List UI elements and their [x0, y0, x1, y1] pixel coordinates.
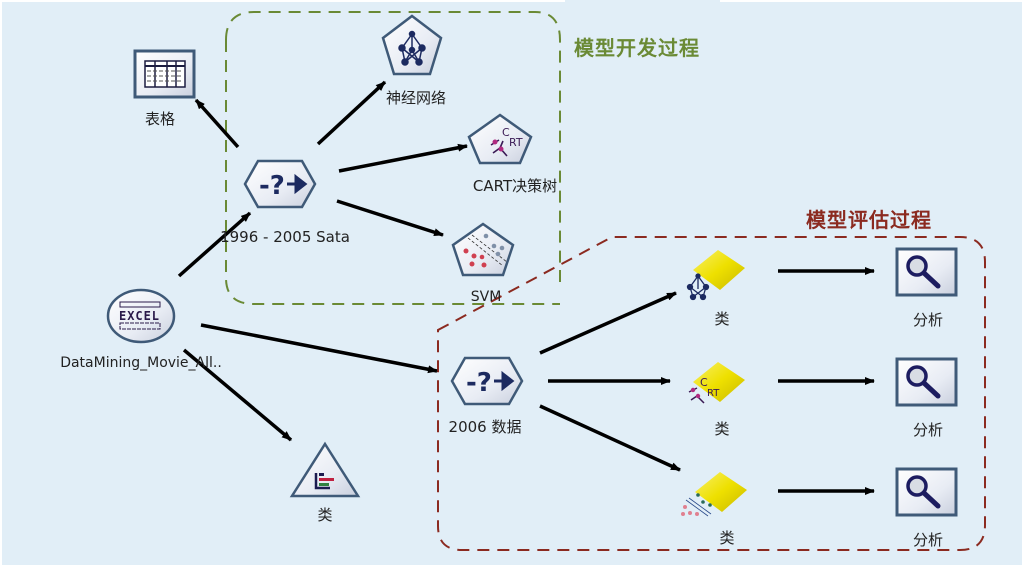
link-type2006-model-nn[interactable]: [539, 291, 677, 355]
link-excel-type2006[interactable]: [200, 323, 438, 374]
node-type-2006[interactable]: -?: [450, 356, 524, 406]
evaluation-group-box: [437, 236, 986, 551]
node-distribution[interactable]: [289, 441, 361, 498]
node-analysis-3[interactable]: [895, 467, 958, 517]
svg-text:-?: -?: [466, 368, 492, 398]
type-2006-node-label: 2006 数据: [448, 418, 522, 436]
link-type1996-svm[interactable]: [336, 199, 444, 237]
development-group-box: [225, 11, 561, 305]
table-icon: [144, 60, 186, 88]
distribution-node-label: 类: [317, 506, 333, 524]
neural-net-icon: [398, 30, 426, 66]
type-1996-node-label: 1996 - 2005 Sata: [220, 228, 350, 246]
svg-text:-?: -?: [259, 171, 285, 201]
magnifier-icon: [906, 255, 941, 289]
connections: [177, 80, 875, 495]
node-analysis-2[interactable]: [895, 357, 958, 407]
node-svm[interactable]: [451, 222, 515, 277]
analysis-1-node-label: 分析: [912, 311, 944, 329]
neural-net-node-label: 神经网络: [385, 89, 447, 107]
model-cart-node-label: 类: [714, 420, 730, 438]
node-model-cart[interactable]: C RT: [688, 362, 745, 404]
node-type-1996[interactable]: -?: [243, 159, 317, 209]
distribution-icon: [314, 473, 334, 490]
table-node-label: 表格: [144, 110, 176, 128]
link-type1996-cart[interactable]: [338, 143, 468, 173]
node-neural-net[interactable]: [381, 14, 443, 76]
svm-icon: [463, 233, 508, 268]
evaluation-group-title: 模型评估过程: [806, 208, 932, 232]
cart-tree-icon: C RT: [490, 126, 523, 157]
excel-source-node-label: DataMining_Movie_All..: [60, 355, 222, 371]
cart-model-nugget-icon: C RT: [688, 376, 720, 404]
svm-node-label: SVM: [470, 289, 502, 305]
analysis-2-node-label: 分析: [912, 421, 944, 439]
link-type1996-neural-net[interactable]: [316, 80, 387, 146]
cart-node-label: CART决策树: [472, 177, 558, 195]
neural-net-model-nugget-icon: [686, 273, 710, 301]
magnifier-icon: [906, 475, 941, 509]
svm-model-nugget-icon: [681, 493, 712, 517]
svg-text:EXCEL: EXCEL: [119, 309, 159, 323]
magnifier-icon: [906, 365, 941, 399]
canvas-top-edge: [565, 0, 720, 3]
link-type2006-model-svm[interactable]: [539, 404, 681, 472]
model-svm-node-label: 类: [719, 529, 735, 547]
node-model-nn[interactable]: [686, 250, 746, 301]
svg-text:RT: RT: [707, 388, 720, 399]
link-excel-distribution[interactable]: [182, 348, 293, 442]
node-cart[interactable]: C RT: [467, 113, 533, 165]
svg-text:C: C: [700, 376, 708, 389]
type-node-icon: -?: [259, 171, 308, 201]
excel-icon: EXCEL: [119, 301, 161, 330]
link-excel-type1996[interactable]: [177, 211, 252, 278]
node-excel-source[interactable]: EXCEL: [106, 288, 176, 344]
node-analysis-1[interactable]: [895, 247, 958, 297]
svg-text:C: C: [502, 126, 510, 139]
analysis-3-node-label: 分析: [912, 531, 944, 549]
svg-text:RT: RT: [509, 136, 523, 149]
node-table[interactable]: [133, 49, 196, 99]
node-model-svm[interactable]: [681, 472, 747, 517]
development-group-title: 模型开发过程: [574, 36, 700, 60]
type-node-icon: -?: [466, 368, 515, 398]
model-nn-node-label: 类: [714, 310, 730, 328]
link-type1996-table[interactable]: [194, 98, 240, 149]
